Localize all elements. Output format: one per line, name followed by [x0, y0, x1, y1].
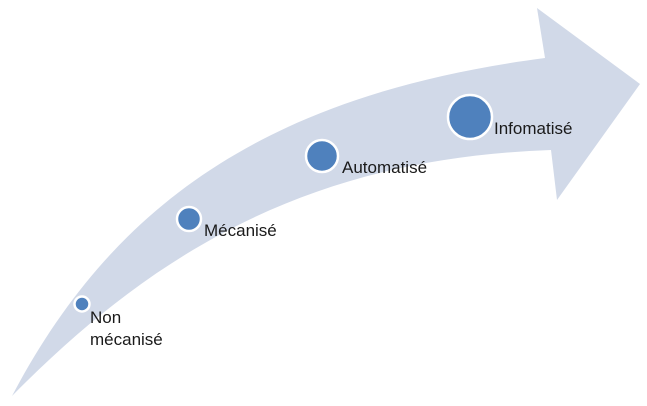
step-label-line-2: mécanisé	[90, 330, 163, 349]
step-label-line-1: Non	[90, 308, 122, 327]
step-dot-automatise	[304, 138, 340, 174]
step-dot-mecanise	[175, 205, 203, 233]
step-label-infomatise: Infomatisé	[494, 119, 573, 138]
step-dot-non-mecanise	[73, 295, 91, 313]
step-dot-infomatise	[446, 93, 494, 141]
step-label-non-mecanise: Non mécanisé	[90, 307, 200, 351]
step-label-automatise: Automatisé	[342, 158, 428, 177]
step-label-mecanise: Mécanisé	[204, 221, 277, 240]
